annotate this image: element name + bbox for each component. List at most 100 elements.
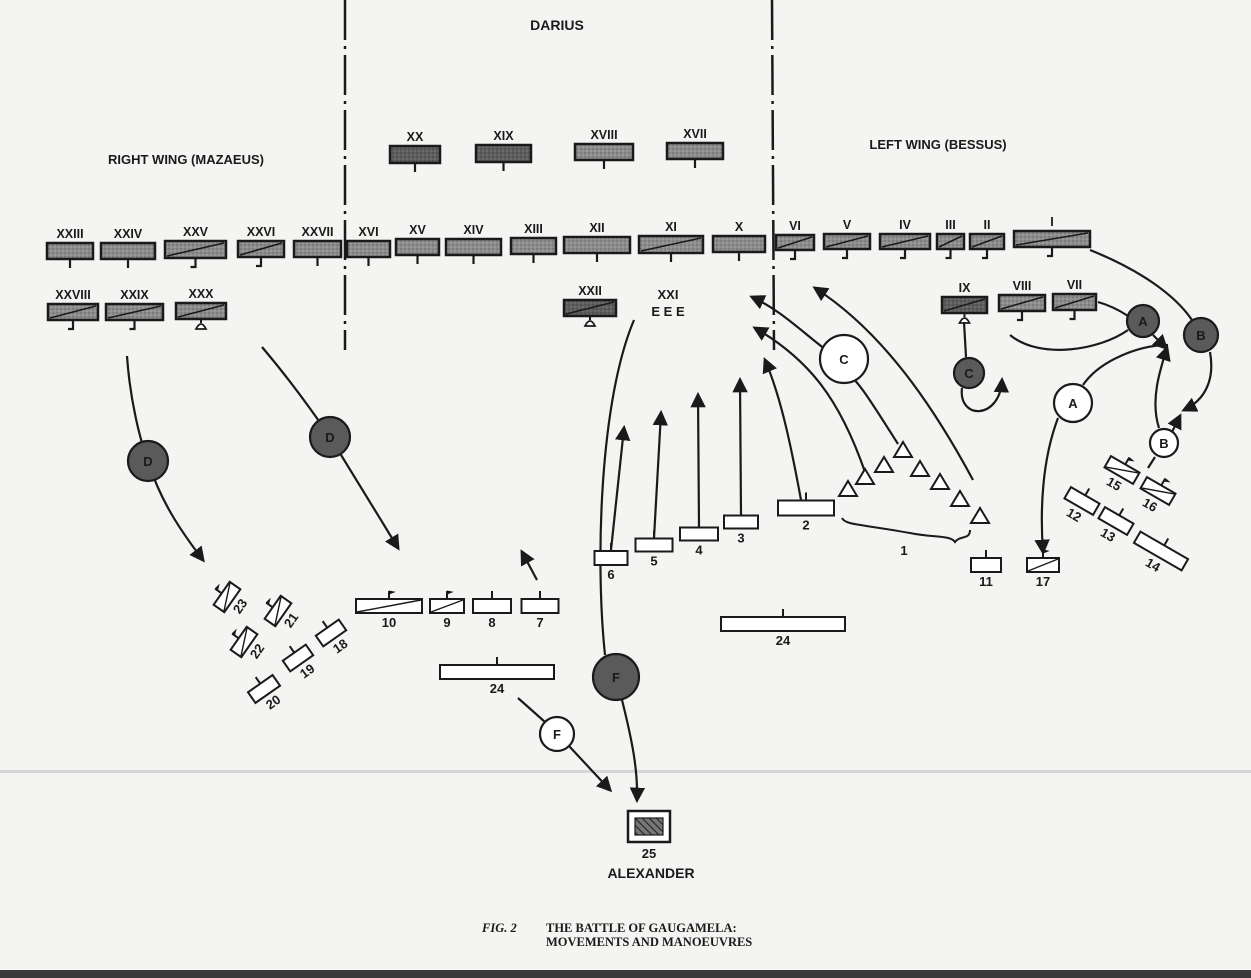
cavalry-triangle — [969, 506, 991, 524]
macedonian-unit: 19 — [281, 643, 317, 681]
cavalry-triangle — [929, 472, 951, 490]
alexander-unit — [626, 809, 672, 844]
macedonian-unit: 23 — [212, 580, 250, 616]
persian-unit-label: XXV — [183, 225, 209, 239]
line-viii-a — [1009, 329, 1129, 351]
unit-xxi-marks: E E E — [651, 304, 685, 319]
persian-unit-label: XIX — [493, 129, 514, 143]
macedonian-unit-label: 4 — [695, 543, 703, 558]
persian-unit-label: VIII — [1013, 279, 1032, 293]
arrow-unit-6 — [609, 424, 631, 551]
persian-unit: XXVII — [292, 225, 343, 266]
macedonian-unit-label: 11 — [979, 574, 993, 589]
persian-unit: XIV — [444, 223, 503, 264]
persian-unit: X — [711, 220, 767, 261]
macedonian-unit-label: 16 — [1140, 495, 1160, 515]
arrow-cavalry-1 — [752, 326, 867, 473]
macedonian-unit-label: 22 — [247, 641, 268, 661]
arrow-b-dark — [1181, 351, 1213, 412]
persian-unit: XXIV — [99, 227, 157, 268]
darius-label: DARIUS — [530, 17, 584, 33]
macedonian-unit: 8 — [472, 591, 512, 630]
figure-title-line2: MOVEMENTS AND MANOEUVRES — [546, 935, 752, 949]
line-b-open-15 — [1147, 456, 1156, 469]
persian-unit-label: XVI — [358, 225, 378, 239]
macedonian-unit: 12 — [1063, 485, 1101, 525]
line-vii-a — [1097, 300, 1129, 317]
macedonian-unit: 16 — [1139, 475, 1177, 515]
arrow-unit-2 — [762, 357, 803, 501]
macedonian-unit-label: 17 — [1036, 574, 1050, 589]
persian-unit: XXX — [174, 287, 228, 330]
persian-unit-label: XVII — [683, 127, 707, 141]
persian-unit-label: XII — [589, 221, 604, 235]
macedonian-unit-label: 12 — [1064, 505, 1084, 525]
persian-unit: XX — [388, 130, 442, 172]
svg-text:B: B — [1196, 328, 1205, 343]
arrow-24-f — [517, 697, 610, 790]
persian-unit: XXV — [163, 225, 228, 269]
persian-unit-label: XIV — [463, 223, 484, 237]
persian-unit: XXIX — [104, 288, 165, 331]
persian-unit-label: XXII — [578, 284, 602, 298]
manoeuvre-marker-f: F — [591, 652, 641, 702]
macedonian-unit-label: 5 — [650, 554, 657, 569]
macedonian-unit-label: 20 — [263, 692, 283, 713]
persian-unit: XIX — [474, 129, 533, 171]
macedonian-unit: 7 — [520, 591, 560, 630]
macedonian-unit-label: 10 — [382, 615, 396, 630]
brace-group-1 — [841, 517, 971, 544]
arrow-unit-7 — [520, 549, 538, 581]
page-fold-line — [0, 770, 1251, 773]
persian-unit-label: XXX — [188, 287, 214, 301]
arrow-b-open-short — [1167, 413, 1182, 433]
macedonian-unit: 21 — [263, 594, 302, 630]
persian-unit: III — [935, 218, 966, 260]
macedonian-unit: 11 — [970, 550, 1002, 589]
macedonian-unit-label: 21 — [281, 610, 302, 630]
macedonian-unit-label: 2 — [802, 518, 809, 533]
svg-text:C: C — [964, 366, 974, 381]
persian-unit-label: VI — [789, 219, 801, 233]
macedonian-unit: 24 — [720, 609, 846, 648]
macedonian-unit: 24 — [439, 657, 555, 696]
macedonian-unit-label: 8 — [488, 615, 495, 630]
arrow-xxii-f — [599, 319, 636, 656]
macedonian-unit-label: 7 — [536, 615, 543, 630]
persian-unit-label: XXVI — [247, 225, 276, 239]
manoeuvre-marker-d: D — [308, 415, 352, 459]
persian-unit-label: XXIII — [56, 227, 83, 241]
cavalry-triangle — [854, 467, 876, 485]
persian-unit: IX — [940, 281, 989, 324]
arrow-unit-3 — [732, 376, 748, 516]
figure-title-line1: THE BATTLE OF GAUGAMELA: — [546, 921, 737, 935]
scan-bottom-edge — [0, 970, 1251, 978]
line-i-b — [1089, 248, 1193, 321]
arrow-unit-4 — [690, 391, 706, 528]
arrow-unit-5 — [652, 409, 668, 539]
macedonian-unit-label: 9 — [443, 615, 450, 630]
persian-unit: VIII — [997, 279, 1047, 322]
cavalry-triangle — [949, 489, 971, 507]
manoeuvre-marker-c: C — [818, 333, 870, 385]
right-wing-label: RIGHT WING (MAZAEUS) — [108, 152, 264, 167]
macedonian-unit: 13 — [1097, 505, 1135, 545]
manoeuvre-marker-c: C — [952, 356, 986, 390]
macedonian-unit: 15 — [1103, 454, 1141, 494]
persian-unit-label: XV — [409, 223, 426, 237]
persian-unit-label: XI — [665, 220, 677, 234]
persian-unit-label: IV — [899, 218, 911, 232]
alexander-label: ALEXANDER — [607, 865, 694, 881]
manoeuvre-marker-f: F — [538, 715, 576, 753]
unit-xxi-label: XXI — [658, 287, 679, 302]
persian-unit: XXII — [562, 284, 618, 327]
macedonian-unit: 3 — [723, 507, 759, 546]
figure-number: FIG. 2 — [481, 921, 517, 935]
manoeuvre-marker-d: D — [126, 439, 170, 483]
persian-unit-label: I — [1050, 215, 1053, 229]
manoeuvre-marker-b: B — [1148, 427, 1180, 459]
macedonian-unit-label: 3 — [737, 531, 744, 546]
persian-unit: XIII — [509, 222, 558, 263]
